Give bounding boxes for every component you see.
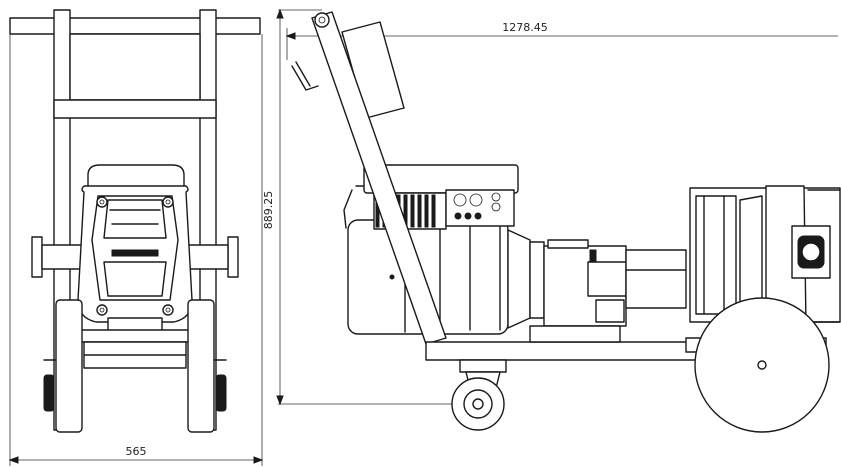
- handle-pivot: [314, 12, 330, 28]
- dial-2[interactable]: [469, 193, 483, 207]
- right-flange: [227, 236, 239, 278]
- handle-bar: [9, 17, 261, 35]
- height-dimension-label: 889.25: [262, 191, 275, 230]
- castor-bracket: [459, 359, 507, 373]
- width-dimension-label: 565: [126, 445, 147, 458]
- cross-bar: [53, 99, 217, 119]
- coupling: [507, 229, 531, 329]
- handle-panel: [69, 33, 201, 101]
- right-front-wheel: [187, 299, 215, 433]
- base-plate: [69, 329, 201, 343]
- left-front-wheel: [55, 299, 83, 433]
- button-2[interactable]: [464, 212, 472, 220]
- side-view: 889.25 1278.45: [262, 8, 841, 433]
- control-panel[interactable]: [445, 189, 515, 227]
- motor-cap: [87, 164, 185, 191]
- dial-1[interactable]: [453, 193, 467, 207]
- indicator-light: [491, 192, 501, 202]
- left-flange: [31, 236, 43, 278]
- button-1[interactable]: [454, 212, 462, 220]
- right-castor: [215, 374, 227, 412]
- button-3[interactable]: [474, 212, 482, 220]
- front-view: 565: [8, 9, 264, 466]
- handle-grip: [291, 65, 319, 91]
- cable: [343, 189, 353, 229]
- base-platform: [425, 341, 719, 361]
- left-castor: [43, 374, 55, 412]
- length-dimension-label: 1278.45: [502, 21, 548, 34]
